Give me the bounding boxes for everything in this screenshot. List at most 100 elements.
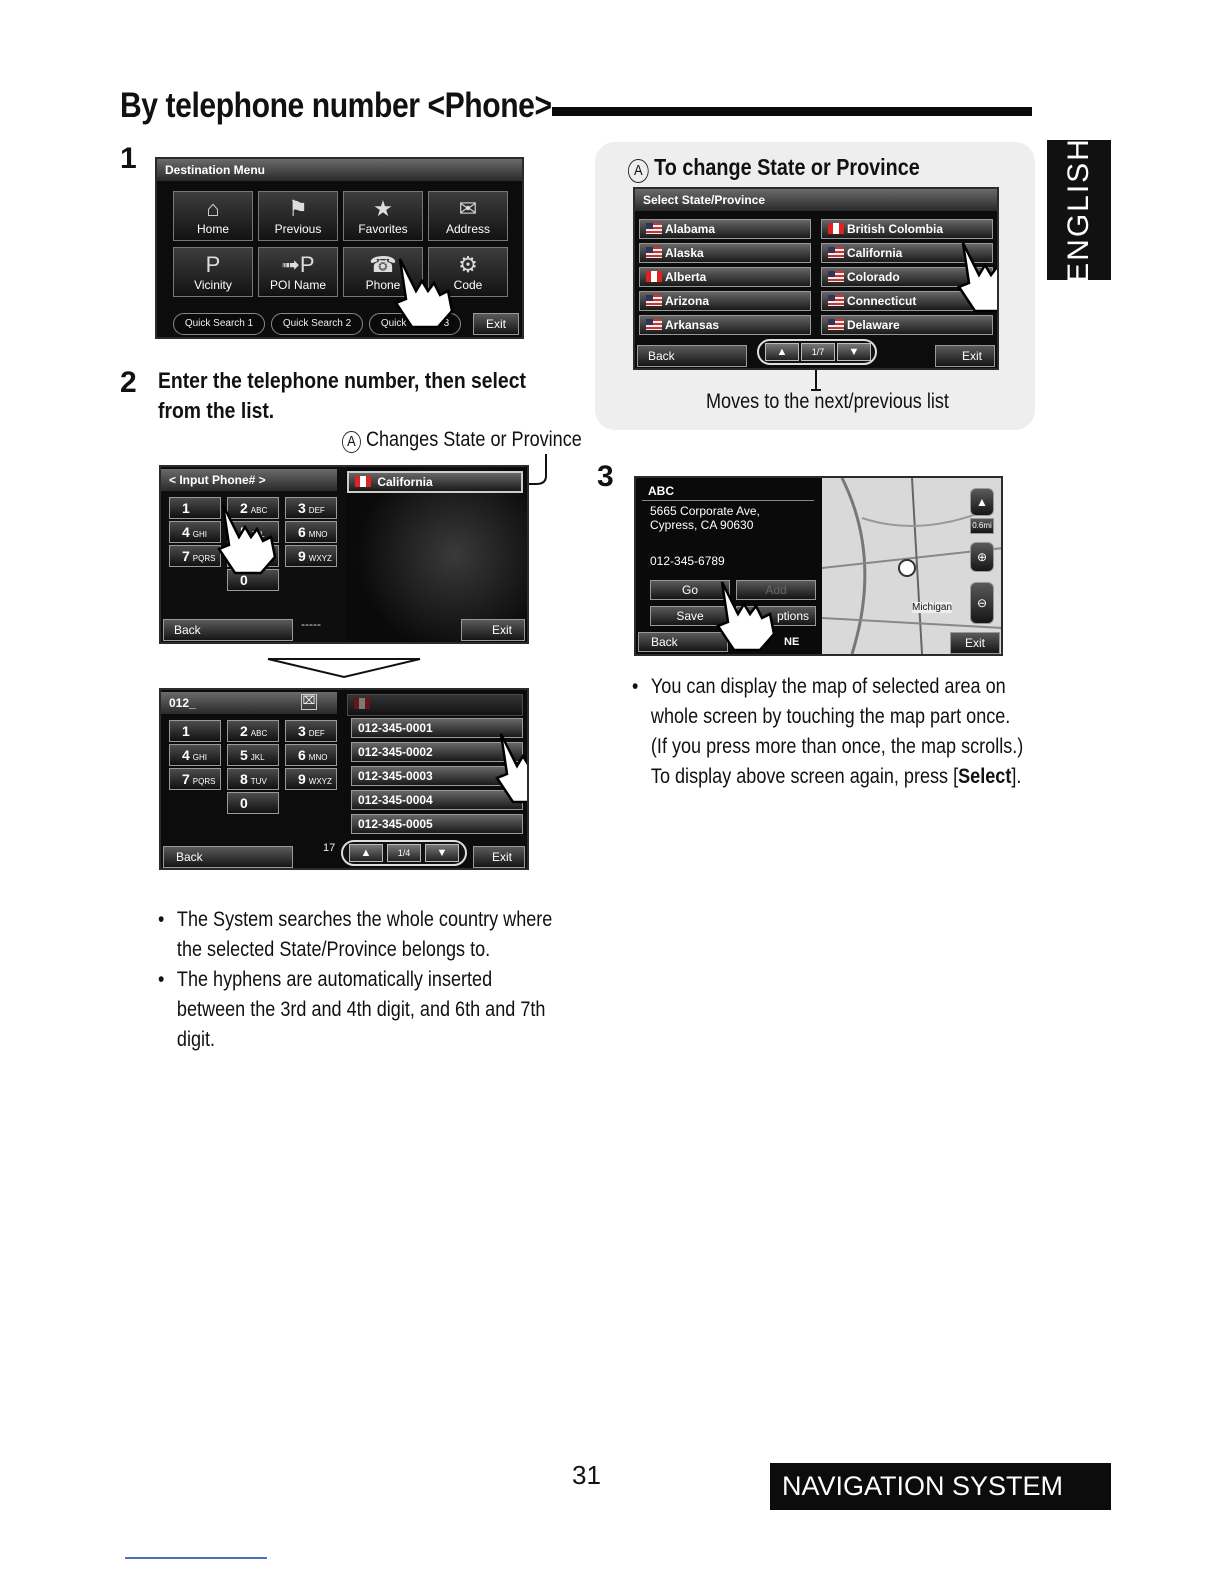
state-row-left[interactable]: Alabama <box>639 219 811 239</box>
previous-tile-label: Previous <box>274 222 322 236</box>
callout-a-marker: A <box>342 431 361 453</box>
info-divider <box>642 500 814 501</box>
compass-button[interactable]: ▲ <box>970 488 994 516</box>
result-row[interactable]: 012-345-0003 <box>351 766 523 786</box>
exit-button[interactable]: Exit <box>473 313 519 335</box>
state-selector-label: California <box>377 475 433 489</box>
callout-a-text: Changes State or Province <box>365 428 582 451</box>
address-tile[interactable]: ✉ Address <box>428 191 508 241</box>
back-button[interactable]: Back <box>163 846 293 868</box>
vicinity-tile[interactable]: P Vicinity <box>173 247 253 297</box>
quick-search-2-button[interactable]: Quick Search 2 <box>271 313 363 335</box>
caption-pointer <box>811 370 821 391</box>
destination-menu-header: Destination Menu <box>157 159 522 181</box>
page-up-button[interactable]: ▲ <box>765 343 799 361</box>
step-3-number: 3 <box>597 460 614 493</box>
key-0[interactable]: 0 <box>227 792 279 814</box>
code-tile[interactable]: ⚙ Code <box>428 247 508 297</box>
poi-name-tile-label: POI Name <box>269 278 326 292</box>
pager-caption: Moves to the next/previous list <box>706 390 949 413</box>
map-background <box>346 467 527 642</box>
page-up-button[interactable]: ▲ <box>349 844 383 862</box>
state-row-left[interactable]: Alaska <box>639 243 811 263</box>
page-down-button[interactable]: ▼ <box>837 343 871 361</box>
destination-confirm-screen: Michigan ▲ 0.6mi ⊕ ⊖ ABC 5665 Corporate … <box>634 476 1003 656</box>
select-key-name: Select <box>958 765 1012 788</box>
title-rule <box>552 107 1032 116</box>
state-row-right[interactable]: Connecticut <box>821 291 993 311</box>
map-label: Michigan <box>912 602 953 613</box>
previous-tile[interactable]: ⚑ Previous <box>258 191 338 241</box>
pointing-hand-icon <box>957 242 997 313</box>
zoom-in-button[interactable]: ⊕ <box>970 542 994 572</box>
state-flag-icon <box>828 271 844 282</box>
go-button[interactable]: Go <box>650 580 730 600</box>
poi-icon: ➟P <box>281 252 315 277</box>
key-1[interactable]: 1 <box>169 497 221 519</box>
result-row[interactable]: 012-345-0002 <box>351 742 523 762</box>
language-tab-label: ENGLISH <box>1062 137 1095 283</box>
quick-search-1-button[interactable]: Quick Search 1 <box>173 313 265 335</box>
note-item: You can display the map of selected area… <box>632 672 1029 792</box>
state-row-right[interactable]: California <box>821 243 993 263</box>
state-selector-button[interactable] <box>347 694 523 716</box>
state-row-left[interactable]: Alberta <box>639 267 811 287</box>
state-row-right[interactable]: Delaware <box>821 315 993 335</box>
step-2-instruction: Enter the telephone number, then select … <box>158 368 526 423</box>
favorites-tile[interactable]: ★ Favorites <box>343 191 423 241</box>
zoom-out-button[interactable]: ⊖ <box>970 582 994 624</box>
map-area[interactable]: Michigan ▲ 0.6mi ⊕ ⊖ <box>822 478 1001 654</box>
page-down-button[interactable]: ▼ <box>425 844 459 862</box>
state-row-right[interactable]: British Colombia <box>821 219 993 239</box>
save-button[interactable]: Save <box>650 606 730 626</box>
state-row-right[interactable]: Colorado <box>821 267 993 287</box>
phone-tile[interactable]: ☎ Phone <box>343 247 423 297</box>
back-button[interactable]: Back <box>637 345 747 367</box>
add-button[interactable]: Add <box>736 580 816 600</box>
state-row-left[interactable]: Arizona <box>639 291 811 311</box>
input-phone-label: < Input Phone# > <box>161 469 337 491</box>
callout-a-label: A Changes State or Province <box>342 428 582 453</box>
key-1[interactable]: 1 <box>169 720 221 742</box>
state-row-left[interactable]: Arkansas <box>639 315 811 335</box>
state-selector-button[interactable]: California <box>347 471 523 493</box>
exit-button[interactable]: Exit <box>461 619 525 641</box>
state-flag-icon <box>828 295 844 306</box>
home-tile[interactable]: ⌂ Home <box>173 191 253 241</box>
vicinity-icon: P <box>205 252 221 277</box>
exit-button[interactable]: Exit <box>473 846 525 868</box>
result-row[interactable]: 012-345-0004 <box>351 790 523 810</box>
back-button[interactable]: Back <box>163 619 293 641</box>
poi-name-tile[interactable]: ➟P POI Name <box>258 247 338 297</box>
address-line-1: 5665 Corporate Ave, <box>650 504 760 518</box>
favorites-tile-label: Favorites <box>358 222 408 236</box>
result-row[interactable]: 012-345-0001 <box>351 718 523 738</box>
result-row[interactable]: 012-345-0005 <box>351 814 523 834</box>
note-item: The hyphens are automatically inserted b… <box>158 965 562 1055</box>
checkered-flag-icon: ⚑ <box>288 196 308 221</box>
exit-button[interactable]: Exit <box>935 345 995 367</box>
list-pager: ▲ 1/4 ▼ <box>341 840 467 866</box>
exit-button[interactable]: Exit <box>950 632 1000 654</box>
pointing-hand-icon <box>217 504 277 575</box>
backspace-icon[interactable]: ⌧ <box>301 694 317 710</box>
select-state-header: Select State/Province <box>635 189 997 211</box>
callout-a-leader <box>520 454 547 485</box>
destination-info-panel: ABC 5665 Corporate Ave, Cypress, CA 9063… <box>636 478 822 654</box>
